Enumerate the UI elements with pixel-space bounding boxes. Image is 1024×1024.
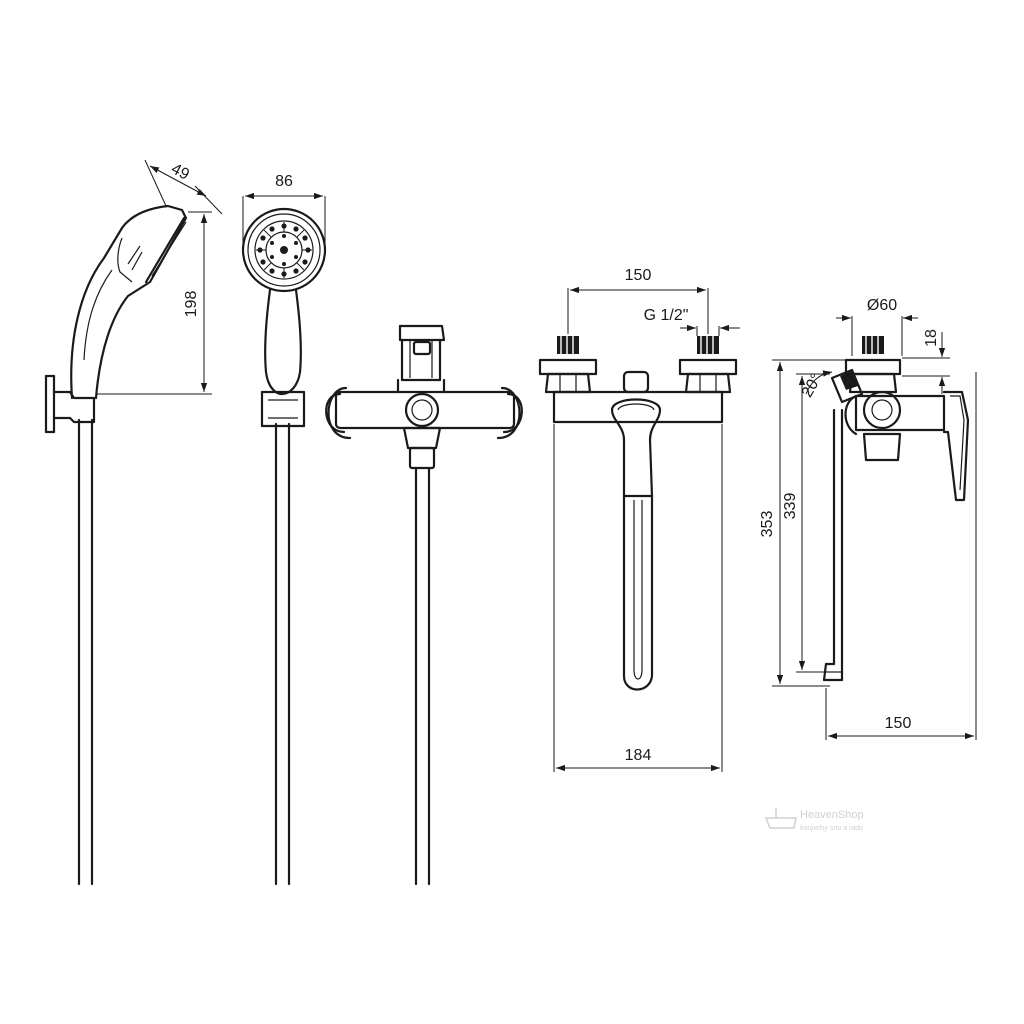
dim-head-diameter: 86 [275,173,293,190]
handshower-front-view: 86 [241,173,327,886]
dim-body-width: 184 [625,747,652,764]
dim-spout-reach: 150 [885,715,912,732]
dim-handshower-depth: 49 [168,160,192,183]
mixer-spout-front-view: 150 G 1/2" 184 [538,267,740,772]
dim-spout-height: 339 [782,493,799,520]
dim-thread: G 1/2" [644,307,689,324]
dim-flange-diameter: Ø60 [867,297,897,314]
dim-flange-depth: 18 [923,329,940,347]
handshower-side-view: 49 198 [44,159,223,886]
dim-handshower-length: 198 [183,291,200,318]
mixer-front-view [325,324,523,886]
watermark: HeavenShop koupelny snu a radu [764,808,864,832]
bathtub-logo-icon [764,808,797,829]
mixer-side-view: Ø60 18 20° 353 339 150 [759,297,977,740]
spray-nozzle-ribs [256,222,312,278]
dim-inlet-spacing: 150 [625,267,652,284]
watermark-tagline: koupelny snu a radu [800,825,863,832]
dim-total-height: 353 [759,511,776,538]
watermark-brand: HeavenShop [800,809,864,821]
